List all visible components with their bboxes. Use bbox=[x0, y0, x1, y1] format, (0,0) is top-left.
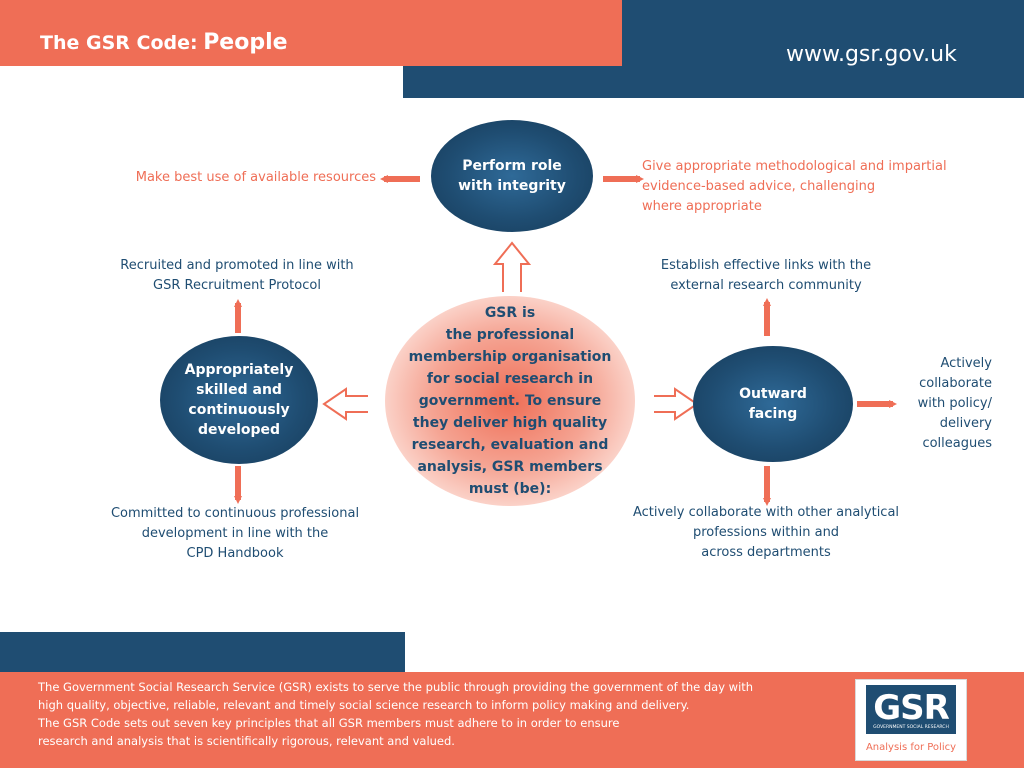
node-label-line: skilled and bbox=[196, 382, 282, 398]
label-line: professions within and bbox=[692, 525, 840, 540]
gsr-logo-subtitle: GOVERNMENT SOCIAL RESEARCH bbox=[873, 725, 949, 730]
label-line: Actively collaborate with other analytic… bbox=[632, 505, 900, 520]
footer-coral-band bbox=[0, 672, 1024, 768]
label-line: Actively bbox=[940, 356, 992, 371]
node-label-line: Appropriately bbox=[184, 362, 294, 378]
center-statement-line: membership organisation bbox=[408, 349, 612, 365]
center-statement-line: GSR is bbox=[484, 305, 536, 321]
label-line: GSR Recruitment Protocol bbox=[153, 278, 321, 293]
label-line: Make best use of available resources bbox=[135, 170, 376, 185]
footer-line: research and analysis that is scientific… bbox=[38, 734, 455, 748]
outline-arrow-right bbox=[654, 387, 699, 421]
node-outward-facing: Outward facing bbox=[693, 346, 853, 462]
center-circle bbox=[385, 296, 635, 506]
footer-navy-band bbox=[0, 632, 405, 676]
label-line: Recruited and promoted in line with bbox=[120, 258, 354, 273]
label-line: Give appropriate methodological and impa… bbox=[642, 159, 947, 174]
title-prefix: The GSR Code: bbox=[40, 32, 198, 54]
node-label-line: Outward bbox=[739, 386, 807, 402]
footer-line: high quality, objective, reliable, relev… bbox=[38, 698, 690, 712]
center-statement: GSR is the professional membership organis… bbox=[395, 302, 625, 500]
node-label-line: with integrity bbox=[458, 178, 566, 194]
page-title: The GSR Code: People bbox=[40, 30, 288, 55]
site-url[interactable]: www.gsr.gov.uk bbox=[786, 42, 957, 67]
label-best-use-resources: Make best use of available resources bbox=[136, 168, 376, 188]
node-label-line: Perform role bbox=[462, 158, 562, 174]
label-line: development in line with the bbox=[141, 526, 329, 541]
header-coral-band bbox=[0, 0, 622, 66]
label-line: collaborate bbox=[919, 376, 992, 391]
label-methodological-advice: Give appropriate methodological and impa… bbox=[642, 157, 947, 217]
center-statement-line: government. To ensure bbox=[418, 393, 602, 409]
node-label-line: developed bbox=[197, 422, 281, 438]
label-line: Committed to continuous professional bbox=[110, 506, 360, 521]
label-collaborate-policy: Actively collaborate with policy/delivery c… bbox=[918, 354, 992, 454]
center-statement-line: analysis, GSR members bbox=[417, 459, 603, 475]
node-appropriately-skilled: Appropriately skilled and continuously deve… bbox=[160, 336, 318, 464]
label-line: with policy/ bbox=[917, 396, 992, 411]
gsr-logo: GSR GOVERNMENT SOCIAL RESEARCH Analysis … bbox=[855, 679, 967, 761]
outline-arrow-up bbox=[492, 241, 532, 292]
center-statement-line: for social research in bbox=[426, 371, 594, 387]
gsr-logo-mark: GSR GOVERNMENT SOCIAL RESEARCH bbox=[866, 685, 956, 734]
label-line: Establish effective links with the bbox=[660, 258, 872, 273]
center-statement-line: the professional bbox=[445, 327, 575, 343]
footer-description: The Government Social Research Service (… bbox=[38, 678, 838, 750]
label-committed-cpd: Committed to continuous professional deve… bbox=[90, 504, 380, 564]
node-label: Perform role with integrity bbox=[458, 156, 566, 196]
center-statement-line: must (be): bbox=[468, 481, 552, 497]
node-label: Appropriately skilled and continuously deve… bbox=[185, 360, 294, 440]
center-statement-line: they deliver high quality bbox=[412, 415, 608, 431]
label-collaborate-analytical: Actively collaborate with other analytic… bbox=[606, 503, 926, 563]
label-line: across departments bbox=[701, 545, 831, 560]
node-label: Outward facing bbox=[739, 384, 807, 424]
label-line: where appropriate bbox=[642, 199, 762, 214]
label-line: CPD Handbook bbox=[186, 546, 284, 561]
footer-line: The GSR Code sets out seven key principl… bbox=[38, 716, 620, 730]
gsr-logo-letters: GSR bbox=[873, 688, 950, 728]
title-main: People bbox=[203, 30, 288, 55]
center-statement-line: research, evaluation and bbox=[411, 437, 609, 453]
footer-line: The Government Social Research Service (… bbox=[38, 680, 754, 694]
outline-arrow-left bbox=[322, 387, 368, 421]
label-line: external research community bbox=[670, 278, 862, 293]
gsr-logo-tagline: Analysis for Policy bbox=[865, 742, 957, 753]
label-line: evidence-based advice, challenging bbox=[642, 179, 876, 194]
node-label-line: continuously bbox=[188, 402, 290, 418]
node-label-line: facing bbox=[748, 406, 798, 422]
label-effective-links: Establish effective links with the extern… bbox=[630, 256, 902, 296]
node-perform-role-with-integrity: Perform role with integrity bbox=[431, 120, 593, 232]
label-line: colleagues bbox=[922, 436, 992, 451]
label-line: delivery bbox=[939, 416, 992, 431]
